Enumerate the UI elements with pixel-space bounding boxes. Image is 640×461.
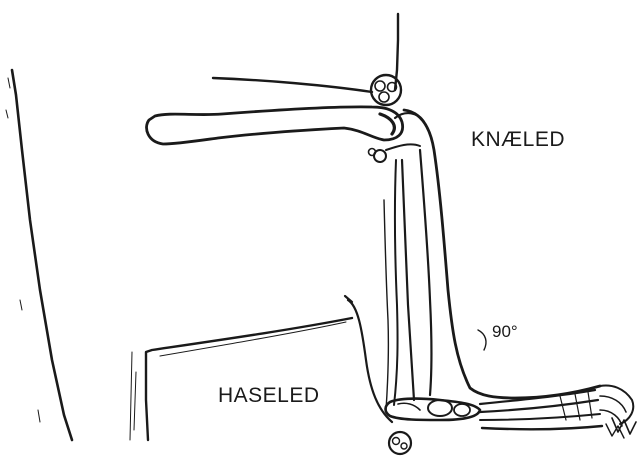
hock-joint-label: HASELED <box>218 384 320 408</box>
angle-arc-icon <box>478 330 486 350</box>
hock-bones-icon <box>386 399 481 420</box>
seat-box-outline <box>146 318 352 440</box>
tibia-front <box>420 150 432 395</box>
angle-label: 90° <box>492 322 518 342</box>
sesamoid-icon <box>389 432 411 454</box>
tibia-inner <box>402 160 414 400</box>
lower-leg-outline <box>348 300 392 422</box>
tibia-back <box>394 160 398 405</box>
seat-box-shadow <box>130 322 346 440</box>
tibia-outer <box>404 110 600 398</box>
femur-bone <box>147 107 403 144</box>
shin-back-edge <box>384 200 388 410</box>
patella-icon <box>371 75 401 105</box>
femur-shadow <box>380 114 394 134</box>
left-frame-line <box>12 70 72 440</box>
foot-bones-icon <box>480 386 636 438</box>
knee-joint-label: KNÆLED <box>471 128 565 152</box>
top-curve-line <box>213 78 372 92</box>
